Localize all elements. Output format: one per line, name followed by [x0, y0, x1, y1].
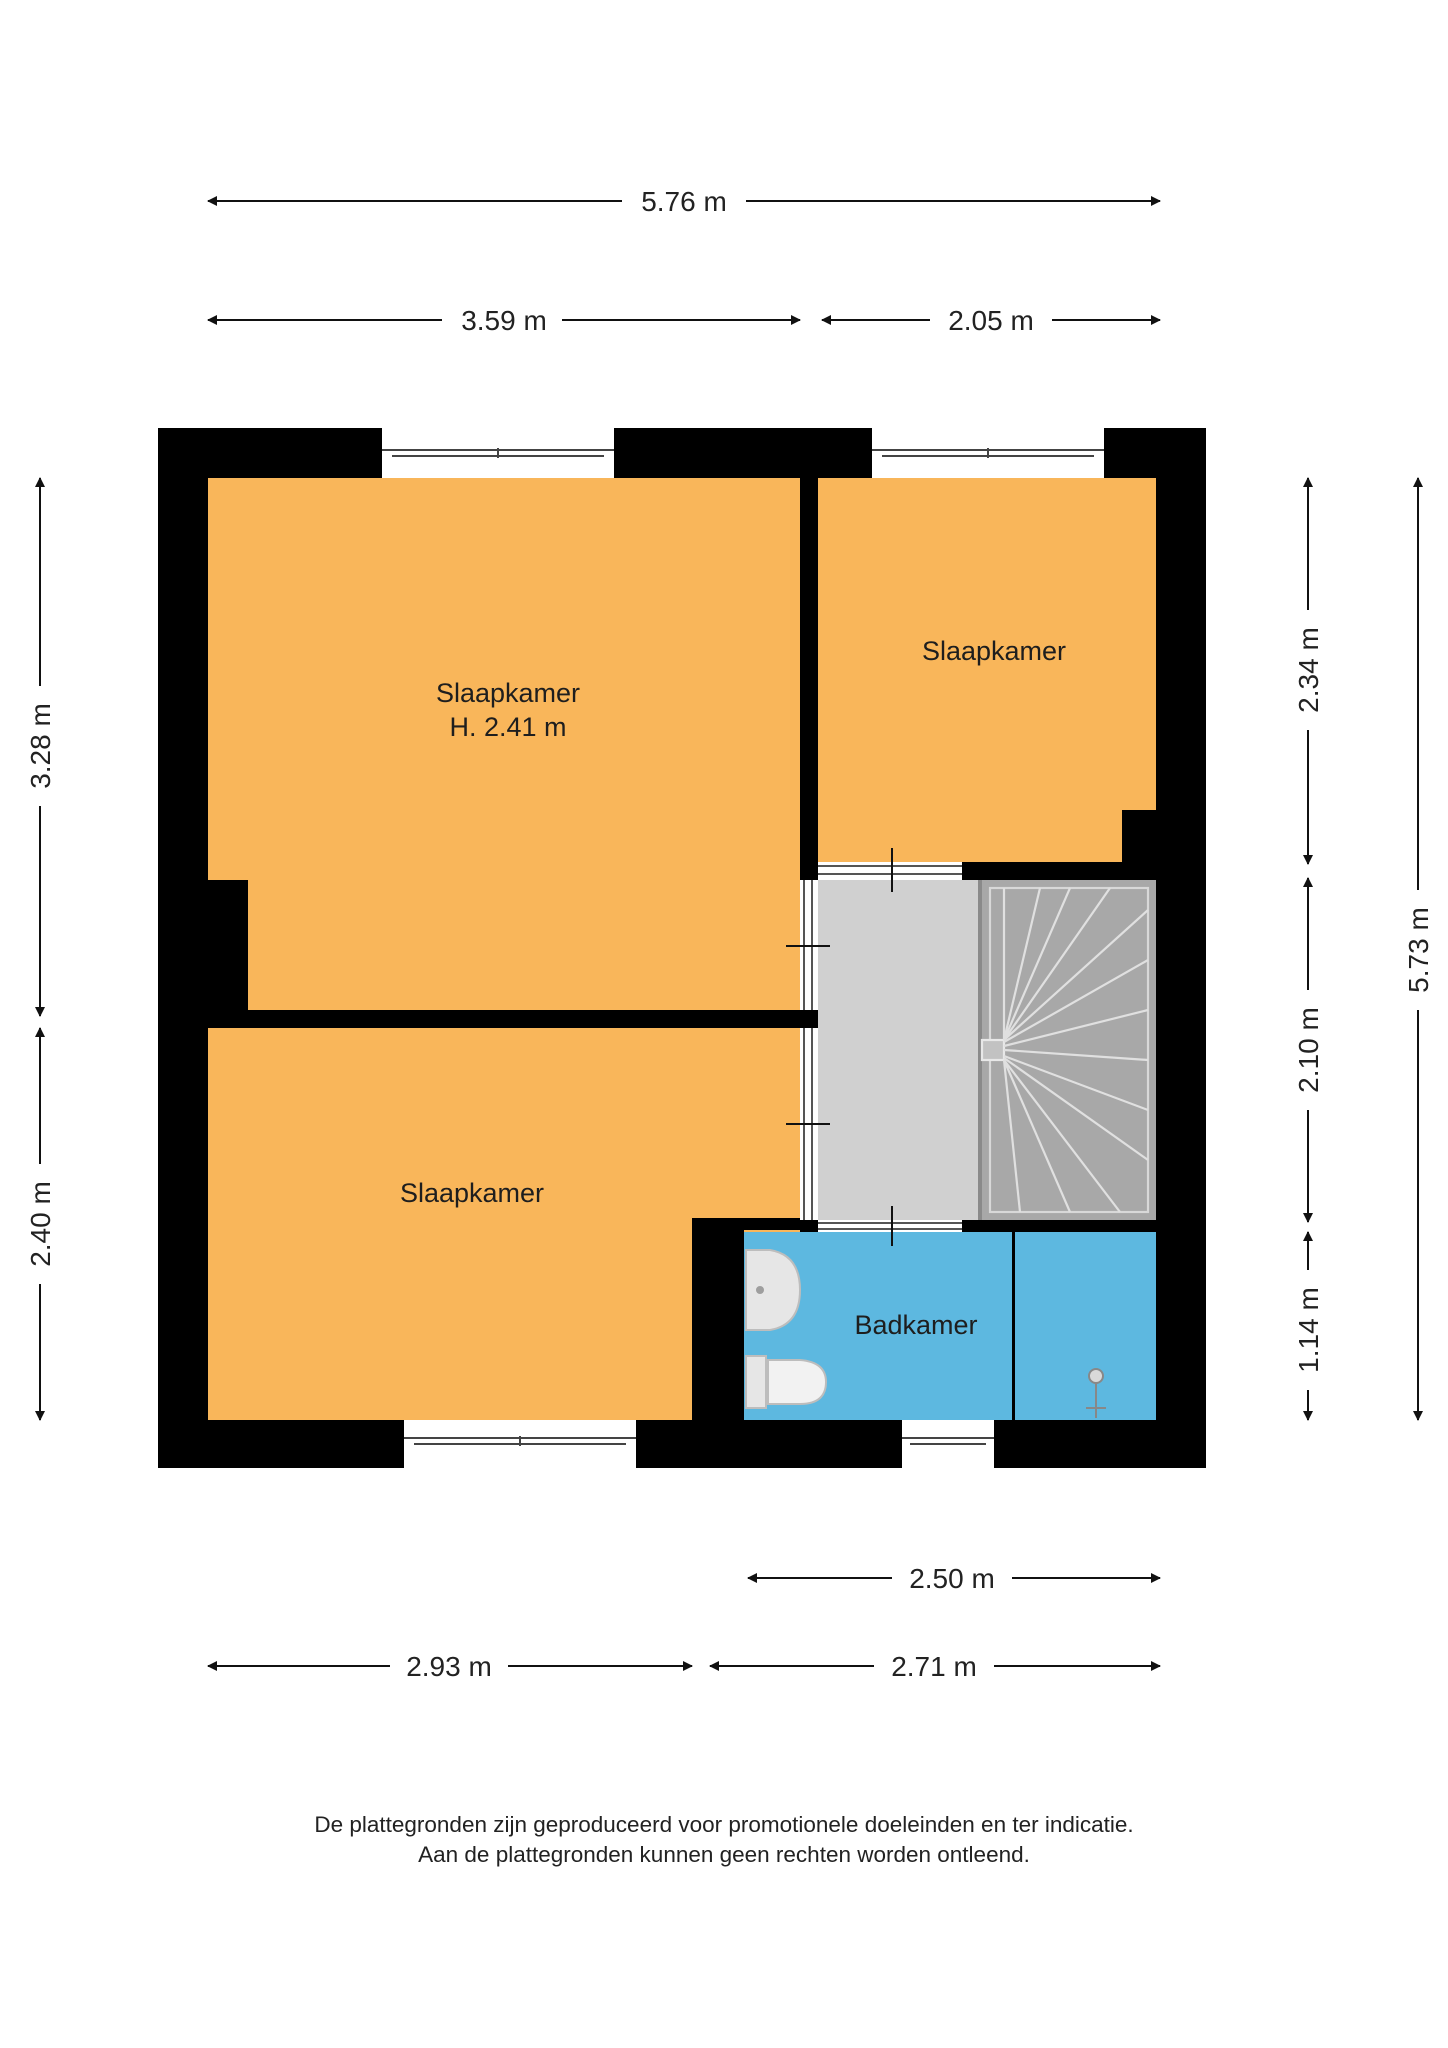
- dimension-label-right-middle: 2.10 m: [1293, 1007, 1324, 1093]
- door-bathroom: [818, 1206, 962, 1246]
- dimension-top-total: 5.76 m: [207, 186, 1161, 217]
- dimension-left-upper: 3.28 m: [25, 477, 56, 1017]
- window-top-left: [382, 428, 614, 478]
- sink-icon: [745, 1249, 802, 1331]
- dimension-right-upper: 2.34 m: [1293, 477, 1324, 865]
- wall-bath-corner: [692, 1218, 744, 1420]
- dimension-label-top-right: 2.05 m: [948, 305, 1034, 336]
- dimension-label-right-upper: 2.34 m: [1293, 627, 1324, 713]
- wall-bath-lower-bedroom: [692, 1218, 802, 1230]
- disclaimer-line-1: De plattegronden zijn geproduceerd voor …: [314, 1812, 1134, 1837]
- dimension-top-left: 3.59 m: [207, 305, 801, 336]
- staircase-icon: [980, 886, 1150, 1214]
- disclaimer: De plattegronden zijn geproduceerd voor …: [0, 1810, 1448, 1870]
- dimension-right-total: 5.73 m: [1403, 477, 1434, 1421]
- door-lower-bedroom: [786, 1028, 830, 1220]
- dimension-right-middle: 2.10 m: [1293, 877, 1324, 1223]
- room-label-bedroom-small: Slaapkamer: [922, 636, 1066, 666]
- dimension-left-lower: 2.40 m: [25, 1027, 56, 1421]
- dimension-top-right: 2.05 m: [821, 305, 1161, 336]
- room-hall: [818, 880, 980, 1220]
- dimension-label-top-total: 5.76 m: [641, 186, 727, 217]
- dimension-label-left-upper: 3.28 m: [25, 703, 56, 789]
- dimension-label-top-left: 3.59 m: [461, 305, 547, 336]
- window-bottom-left: [404, 1420, 636, 1468]
- shower-icon: [1086, 1368, 1106, 1418]
- room-bedroom-small: [818, 478, 1156, 862]
- door-small-bedroom: [818, 848, 962, 892]
- wall-notch-small-bedroom: [1122, 810, 1156, 862]
- dimension-label-left-lower: 2.40 m: [25, 1181, 56, 1267]
- dimension-right-lower: 1.14 m: [1293, 1231, 1324, 1421]
- dimension-label-bottom-right: 2.71 m: [891, 1651, 977, 1682]
- room-label-bedroom-lower: Slaapkamer: [400, 1178, 544, 1208]
- wall-stairs-divider: [978, 880, 982, 1220]
- dimension-bottom-bath: 2.50 m: [747, 1563, 1161, 1594]
- dimension-label-right-lower: 1.14 m: [1293, 1287, 1324, 1373]
- window-top-right: [872, 428, 1104, 478]
- room-height-bedroom-main: H. 2.41 m: [449, 712, 566, 742]
- wall-bath-divider: [1012, 1232, 1015, 1420]
- room-label-bathroom: Badkamer: [854, 1310, 977, 1340]
- dimension-label-bottom-bath: 2.50 m: [909, 1563, 995, 1594]
- wall-column-left: [208, 880, 248, 1010]
- room-label-bedroom-main: Slaapkamer: [436, 678, 580, 708]
- door-main-bedroom: [786, 880, 830, 1010]
- disclaimer-line-2: Aan de plattegronden kunnen geen rechten…: [418, 1842, 1030, 1867]
- window-bottom-bath: [902, 1420, 994, 1468]
- dimension-label-bottom-left: 2.93 m: [406, 1651, 492, 1682]
- dimension-label-right-total: 5.73 m: [1403, 907, 1434, 993]
- toilet-icon: [745, 1355, 828, 1409]
- dimension-bottom-right: 2.71 m: [709, 1651, 1161, 1682]
- room-bedroom-main: [208, 478, 800, 1010]
- dimension-bottom-left: 2.93 m: [207, 1651, 693, 1682]
